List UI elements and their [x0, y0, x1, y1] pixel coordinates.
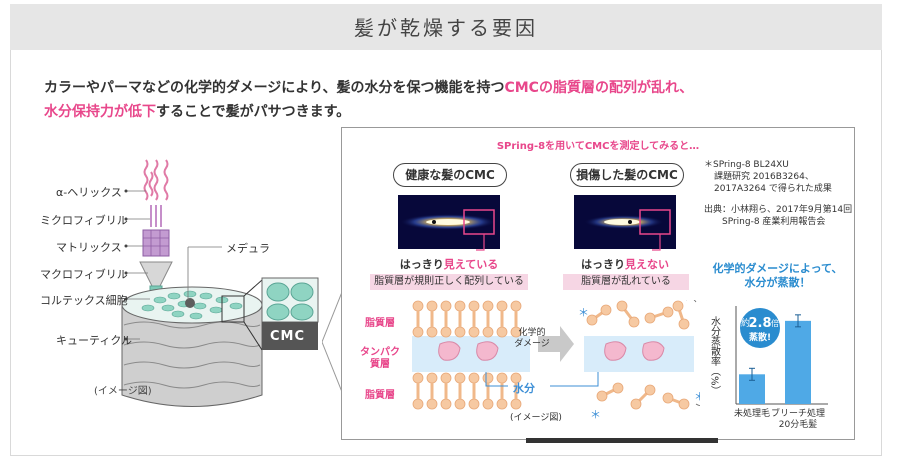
damage-arrow-label-b: ダメージ: [514, 339, 550, 349]
macrofibril-graphic: [139, 261, 173, 287]
damage-arrow-label: 化学的ダメージ: [512, 328, 552, 350]
bottom-indicator: [526, 438, 718, 443]
source-line-2: SPring-8 産業利用報告会: [722, 217, 826, 227]
content-frame: [10, 50, 882, 456]
damaged-cmc-title: 損傷した髪のCMC: [570, 163, 684, 187]
lipid-layer-diagram: ＊ ＊ ＊ ＊: [412, 300, 700, 420]
label-cortex-cell: コルテックス細胞: [40, 294, 128, 307]
label-cuticle: キューティクル: [56, 334, 133, 347]
healthy-lipid-graphic: [412, 300, 530, 410]
label-microfibril: ミクロフィブリル: [40, 214, 128, 227]
chart-title-a: 化学的ダメージによって、: [712, 262, 843, 275]
panel-heading: SPring-8を用いてCMCを測定してみると…: [496, 141, 700, 152]
healthy-status: 脂質層が規則正しく配列している: [370, 274, 528, 290]
left-caption: (イメージ図): [94, 386, 152, 397]
lead-part-1: カラーやパーマなどの化学的ダメージにより、髪の水分を保つ機能を持つ: [44, 80, 505, 96]
svg-text:＊: ＊: [590, 408, 601, 420]
y-axis-label: 水分蒸散率（%）: [709, 316, 721, 396]
healthy-xray-image: [398, 195, 500, 249]
chart-title-b: 水分が蒸散！: [744, 276, 811, 289]
lead-text: カラーやパーマなどの化学的ダメージにより、髪の水分を保つ機能を持つCMCの脂質層…: [44, 76, 864, 124]
damaged-visibility-b: 見えない: [625, 258, 669, 271]
healthy-visibility: はっきり見えている: [398, 256, 500, 272]
multiplier-badge: [740, 308, 780, 348]
damaged-status: 脂質層が乱れている: [563, 274, 689, 290]
svg-text:＊: ＊: [578, 306, 589, 319]
badge-text-c: 倍: [771, 318, 779, 328]
label-protein-a: タンパク: [360, 347, 400, 358]
page-title: 髪が乾燥する要因: [354, 16, 538, 40]
panel-connector: [322, 292, 342, 393]
damaged-xray-image: [574, 195, 676, 249]
water-label: 水分: [513, 382, 535, 395]
chart-title: 化学的ダメージによって、水分が蒸散！: [705, 262, 850, 290]
label-lipid-top: 脂質層: [365, 318, 395, 329]
label-medulla: メデュラ: [226, 242, 270, 255]
xray-callout-lines: [476, 234, 661, 251]
hair-structure-illustration: [121, 159, 319, 407]
damaged-visibility: はっきり見えない: [574, 256, 676, 272]
label-alpha-helix: α-ヘリックス: [56, 186, 122, 199]
svg-text:＊: ＊: [694, 390, 700, 403]
label-macrofibril: マクロフィブリル: [40, 268, 128, 281]
note-line-3: 2017A3264 で得られた成果: [714, 184, 832, 194]
label-lipid-bottom: 脂質層: [365, 390, 395, 401]
matrix-graphic: [142, 229, 170, 257]
healthy-cmc-title: 健康な髪のCMC: [393, 163, 507, 187]
title-bar: 髪が乾燥する要因: [10, 4, 882, 50]
label-matrix: マトリックス: [56, 241, 122, 254]
medulla-graphic: [185, 298, 195, 308]
svg-text:＊: ＊: [674, 300, 685, 301]
damaged-lipid-graphic: ＊ ＊ ＊ ＊: [578, 300, 700, 420]
lead-part-4: することで髪がパサつきます。: [156, 104, 351, 120]
badge-text-a: 約: [741, 317, 750, 329]
cmc-zoom-graphic: [261, 277, 319, 350]
badge-text-b: 2.8: [748, 316, 771, 331]
label-protein-b: 質層: [370, 359, 390, 370]
alpha-helix-graphic: [143, 159, 169, 201]
lead-highlight-water: 水分保持力が低下: [44, 104, 156, 120]
panel-caption: (イメージ図): [510, 413, 562, 423]
damage-arrow-label-a: 化学的: [518, 328, 546, 338]
x-tick-label-1-1: 未処理毛: [734, 407, 770, 419]
damage-arrow: [538, 326, 574, 362]
bar-2: [785, 320, 811, 404]
source-line-1: 出典：小林翔ら、2017年9月第14回: [704, 205, 853, 215]
microfibril-graphic: [150, 205, 162, 227]
label-cmc: CMC: [270, 329, 306, 344]
lead-highlight-cmc: CMCの脂質層の配列が乱れ、: [504, 80, 694, 96]
x-tick-label-2-2: 20分毛髪: [779, 418, 817, 430]
badge-text-d: 蒸散!: [749, 331, 771, 343]
healthy-visibility-b: 見えている: [443, 258, 499, 271]
damaged-visibility-a: はっきり: [581, 258, 625, 271]
note-line-1: ＊SPring-8 BL24XU: [704, 160, 789, 170]
note-line-2: 課題研究 2016B3264、: [714, 172, 814, 182]
healthy-visibility-a: はっきり: [399, 258, 444, 271]
x-tick-label-2-1: ブリーチ処理: [771, 407, 825, 419]
